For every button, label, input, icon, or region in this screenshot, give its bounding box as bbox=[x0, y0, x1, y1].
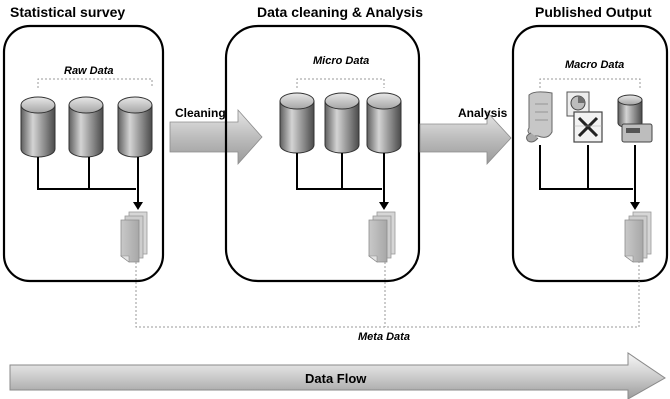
database-cylinder-icon bbox=[279, 92, 315, 154]
document-stack-icon bbox=[120, 211, 148, 263]
stage-statistical-survey: Statistical survey Raw Data bbox=[2, 4, 165, 283]
meta-data-label: Meta Data bbox=[358, 331, 410, 343]
stage-box bbox=[224, 24, 421, 283]
group-label: Raw Data bbox=[64, 65, 114, 77]
analysis-label: Analysis bbox=[458, 106, 508, 120]
document-stack-icon bbox=[624, 211, 652, 263]
database-cylinder-icon bbox=[117, 96, 153, 158]
meta-data-link: Meta Data bbox=[135, 262, 640, 343]
stage-data-cleaning-analysis: Data cleaning & Analysis Micro Data bbox=[224, 4, 423, 283]
cleaning-arrow: Cleaning bbox=[169, 106, 263, 166]
stage-published-output: Published Output Macro Data bbox=[511, 4, 669, 283]
analysis-arrow: Analysis bbox=[419, 106, 512, 166]
storage-drive-icon bbox=[617, 94, 653, 143]
stage-title: Published Output bbox=[535, 4, 652, 20]
data-flow-arrow: Data Flow bbox=[9, 352, 666, 399]
spreadsheet-icon bbox=[573, 111, 603, 143]
stage-title: Data cleaning & Analysis bbox=[257, 4, 423, 20]
group-label: Micro Data bbox=[313, 55, 369, 67]
cleaning-label: Cleaning bbox=[175, 106, 226, 120]
chart-icon bbox=[566, 91, 590, 117]
database-cylinder-icon bbox=[366, 92, 402, 154]
database-cylinder-icon bbox=[68, 96, 104, 158]
stage-box bbox=[2, 24, 165, 283]
database-cylinder-icon bbox=[324, 92, 360, 154]
data-flow-label: Data Flow bbox=[305, 371, 367, 386]
stage-title: Statistical survey bbox=[10, 4, 125, 20]
group-label: Macro Data bbox=[565, 59, 624, 71]
scroll-icon bbox=[526, 91, 553, 143]
document-stack-icon bbox=[368, 211, 396, 263]
database-cylinder-icon bbox=[20, 96, 56, 158]
stage-box bbox=[511, 24, 669, 283]
